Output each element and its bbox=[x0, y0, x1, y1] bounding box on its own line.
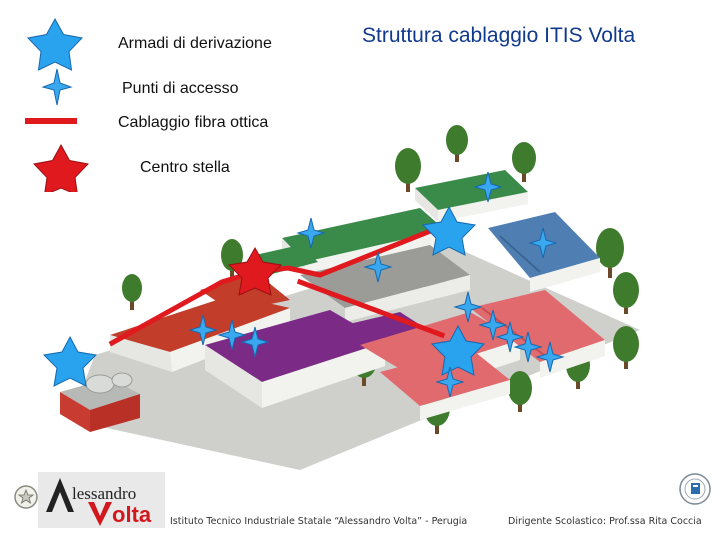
school-logo-mark bbox=[46, 478, 112, 526]
armadio-star-icon bbox=[42, 335, 98, 387]
legend-centro-star-icon bbox=[32, 143, 90, 192]
access-point-icon bbox=[453, 291, 483, 323]
access-point-icon bbox=[473, 171, 503, 203]
access-point-icon bbox=[535, 341, 565, 373]
quality-certification-icon bbox=[679, 473, 711, 505]
legend-fiber-line-icon bbox=[25, 118, 77, 124]
access-point-icon bbox=[528, 227, 558, 259]
legend-armadi-star-icon bbox=[26, 17, 84, 71]
building-dome bbox=[60, 372, 140, 432]
legend-centro-label: Centro stella bbox=[140, 159, 230, 176]
centro-stella-star-icon bbox=[227, 246, 283, 296]
page-title: Struttura cablaggio ITIS Volta bbox=[362, 24, 636, 47]
armadi-markers bbox=[42, 205, 486, 387]
legend-punti-label: Punti di accesso bbox=[122, 80, 239, 97]
republic-emblem-icon bbox=[14, 485, 38, 509]
armadio-star-icon bbox=[421, 205, 477, 256]
access-point-icon bbox=[363, 251, 393, 283]
footer-institute: Istituto Tecnico Industriale Statale “Al… bbox=[170, 516, 468, 527]
access-point-icon bbox=[217, 319, 247, 351]
access-point-icon bbox=[240, 326, 270, 358]
fiber-link-right bbox=[296, 278, 446, 339]
access-points bbox=[188, 171, 565, 398]
access-point-icon bbox=[513, 331, 543, 363]
legend-armadi-label: Armadi di derivazione bbox=[118, 35, 272, 52]
logo-wordmark-top: lessandro bbox=[72, 484, 137, 503]
logo-wordmark-bottom: olta bbox=[112, 502, 152, 527]
access-point-icon bbox=[495, 321, 525, 353]
access-point-icon bbox=[188, 314, 218, 346]
armadio-star-icon bbox=[430, 324, 486, 376]
school-logo: lessandro olta bbox=[38, 472, 165, 528]
access-point-icon bbox=[478, 309, 508, 341]
legend-fibra-label: Cablaggio fibra ottica bbox=[118, 114, 269, 131]
campus-illustration bbox=[42, 125, 640, 470]
legend-access-point-icon bbox=[41, 68, 73, 106]
footer-principal: Dirigente Scolastico: Prof.ssa Rita Cocc… bbox=[508, 516, 702, 527]
legend-symbols bbox=[25, 17, 90, 192]
access-point-icon bbox=[435, 366, 465, 398]
access-point-icon bbox=[296, 217, 326, 249]
